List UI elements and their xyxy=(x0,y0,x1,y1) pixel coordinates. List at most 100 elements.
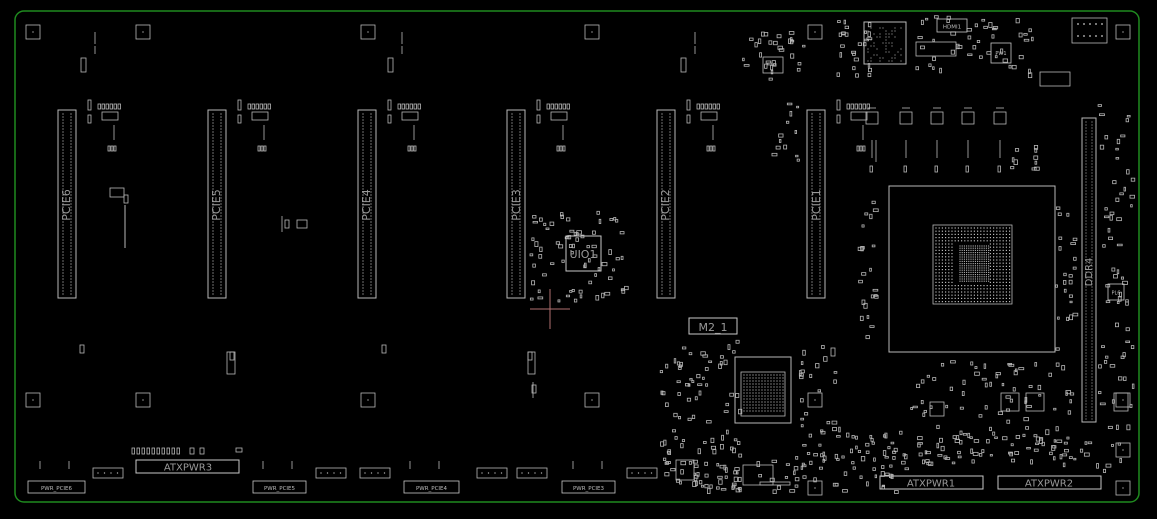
pcie-pin xyxy=(819,143,821,145)
pw1-box[interactable] xyxy=(990,42,1012,64)
pwr-pcie4-box[interactable] xyxy=(403,480,460,494)
cpu-pad xyxy=(1005,253,1007,255)
uio1-chip[interactable] xyxy=(565,235,602,272)
pch-ball xyxy=(779,407,781,409)
cpu-pad xyxy=(1002,278,1004,280)
pcie-pin xyxy=(70,170,72,172)
misc-part xyxy=(743,64,750,67)
header-pin xyxy=(97,472,99,474)
pcie-pin xyxy=(362,290,364,292)
atxpwr2-box[interactable] xyxy=(997,475,1102,490)
pwr-pcie5-box[interactable] xyxy=(252,480,307,494)
pcie-pin xyxy=(661,170,663,172)
io-support-part xyxy=(867,63,871,68)
pcie-pin xyxy=(62,161,64,163)
pcie-pin xyxy=(62,215,64,217)
ddr4-pin xyxy=(1091,382,1093,384)
cpu-pad xyxy=(1005,249,1007,251)
ddr-support-part xyxy=(1125,301,1129,306)
cpu-pad-dense xyxy=(966,260,968,262)
cpu-pad-dense xyxy=(979,256,981,258)
cpu-pad-dense xyxy=(979,274,981,276)
ddr-support-part xyxy=(1108,236,1114,240)
cpu-pad-dense xyxy=(981,280,983,282)
ddr-support-part xyxy=(1099,402,1106,406)
cpu-pad xyxy=(951,237,953,239)
pcie-pin xyxy=(661,197,663,199)
ddr4-pin xyxy=(1091,256,1093,258)
pl-box[interactable] xyxy=(1107,283,1125,301)
pcie-pin xyxy=(519,257,521,259)
pcie-pin xyxy=(519,230,521,232)
bottom-center-part xyxy=(709,484,713,489)
cpu-pad xyxy=(1009,278,1011,280)
atxpwr3-box[interactable] xyxy=(135,459,240,474)
io-support-part xyxy=(1027,72,1033,79)
misc-part xyxy=(771,60,776,66)
smd-part xyxy=(176,447,180,455)
smd-part xyxy=(836,114,841,124)
pwr-pcie3-box[interactable] xyxy=(561,480,616,494)
misc-part xyxy=(768,40,773,45)
pch-ball xyxy=(746,383,748,385)
pcie-pin xyxy=(62,263,64,265)
pcie-pin xyxy=(819,281,821,283)
power-part xyxy=(865,442,870,447)
m2-box[interactable] xyxy=(688,317,738,335)
pcie-pin xyxy=(220,215,222,217)
cpu-pad xyxy=(999,265,1001,267)
pcie-pin xyxy=(212,266,214,268)
pcie-pin xyxy=(70,212,72,214)
hdmi1-box[interactable] xyxy=(936,18,968,33)
pcie-pin xyxy=(811,275,813,277)
pch-support-part xyxy=(710,437,715,443)
cpu-pad xyxy=(1002,227,1004,229)
cpu-pad-dense xyxy=(968,258,970,260)
cpu-pad xyxy=(980,294,982,296)
cpu-pad-dense xyxy=(985,249,987,251)
pcie-pin xyxy=(370,128,372,130)
pcie-pin xyxy=(661,113,663,115)
cpu-pad-dense xyxy=(988,247,990,249)
smd-part xyxy=(700,111,718,121)
cpu-pad xyxy=(941,240,943,242)
smd-part xyxy=(237,99,242,111)
cpu-left-part xyxy=(861,272,867,276)
cpu-support-part xyxy=(962,433,968,436)
pcie-pin xyxy=(669,113,671,115)
cpu-left-part xyxy=(859,315,864,321)
cpu-pad-dense xyxy=(974,267,976,269)
cpu-pad xyxy=(945,265,947,267)
cpu-pad-dense xyxy=(974,258,976,260)
pch-ball xyxy=(758,410,760,412)
pcie-pin xyxy=(212,218,214,220)
pwr-pcie6-box[interactable] xyxy=(27,480,86,494)
cpu-pad-dense xyxy=(966,258,968,260)
pcie-pin xyxy=(661,287,663,289)
bottom-right-part xyxy=(1063,441,1068,445)
ddr4-pin xyxy=(1091,322,1093,324)
io-pin xyxy=(900,54,902,56)
pcie-pin xyxy=(220,173,222,175)
pcie-pin xyxy=(220,197,222,199)
pcie-pin xyxy=(62,158,64,160)
cpu-pad xyxy=(1005,259,1007,261)
cpu-pad xyxy=(938,275,940,277)
misc-part xyxy=(770,69,774,75)
cpu-pad-dense xyxy=(966,278,968,280)
pcie-pin xyxy=(819,287,821,289)
power-part xyxy=(851,461,855,465)
power-part xyxy=(855,435,858,440)
cpu-pad xyxy=(986,233,988,235)
io-support-part xyxy=(967,35,972,40)
atxpwr1-box[interactable] xyxy=(879,475,984,490)
pcie-pin xyxy=(370,122,372,124)
cpu-pad-dense xyxy=(970,256,972,258)
cpu-pad xyxy=(989,233,991,235)
pcie-pin xyxy=(819,275,821,277)
pcie-pin xyxy=(220,140,222,142)
pcie-pin xyxy=(811,257,813,259)
smd-part xyxy=(562,145,566,152)
cpu-pad xyxy=(1005,275,1007,277)
